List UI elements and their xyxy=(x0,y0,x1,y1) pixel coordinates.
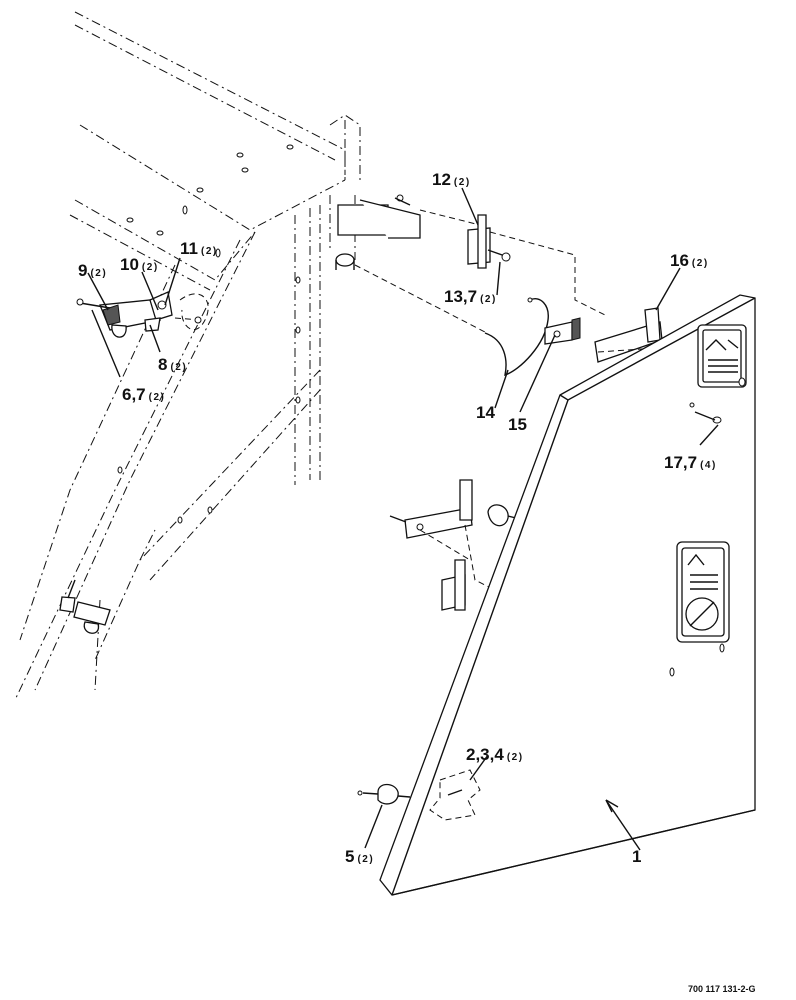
callout-10: 10(2) xyxy=(120,255,159,274)
callout-1: 1 xyxy=(632,847,641,866)
door-panel xyxy=(357,294,756,896)
callout-14: 14 xyxy=(476,403,495,422)
callout-17-7: 17,7(4) xyxy=(664,453,717,472)
callout-5: 5(2) xyxy=(345,847,374,866)
callout-9: 9(2) xyxy=(78,261,107,280)
callout-12: 12(2) xyxy=(432,170,471,189)
upper-bracket-hardware xyxy=(335,194,701,377)
callout-labels: 1 2,3,4(2) 5(2) 6,7(2) 8(2) 9(2) 10(2) 1… xyxy=(78,170,717,866)
lower-latch xyxy=(59,579,111,634)
callout-8: 8(2) xyxy=(158,355,187,374)
hinge-group xyxy=(389,479,517,611)
callout-13-7: 13,7(2) xyxy=(444,287,497,306)
callout-15: 15 xyxy=(508,415,527,434)
callout-11: 11(2) xyxy=(180,239,218,258)
leader-lines xyxy=(87,187,719,851)
callout-6-7: 6,7(2) xyxy=(122,385,165,404)
figure-reference: 700 117 131-2-G xyxy=(688,984,756,994)
left-latch-assembly xyxy=(76,291,209,338)
callout-2-3-4: 2,3,4(2) xyxy=(466,745,524,764)
callout-16: 16(2) xyxy=(670,251,709,270)
machine-frame xyxy=(14,11,361,701)
